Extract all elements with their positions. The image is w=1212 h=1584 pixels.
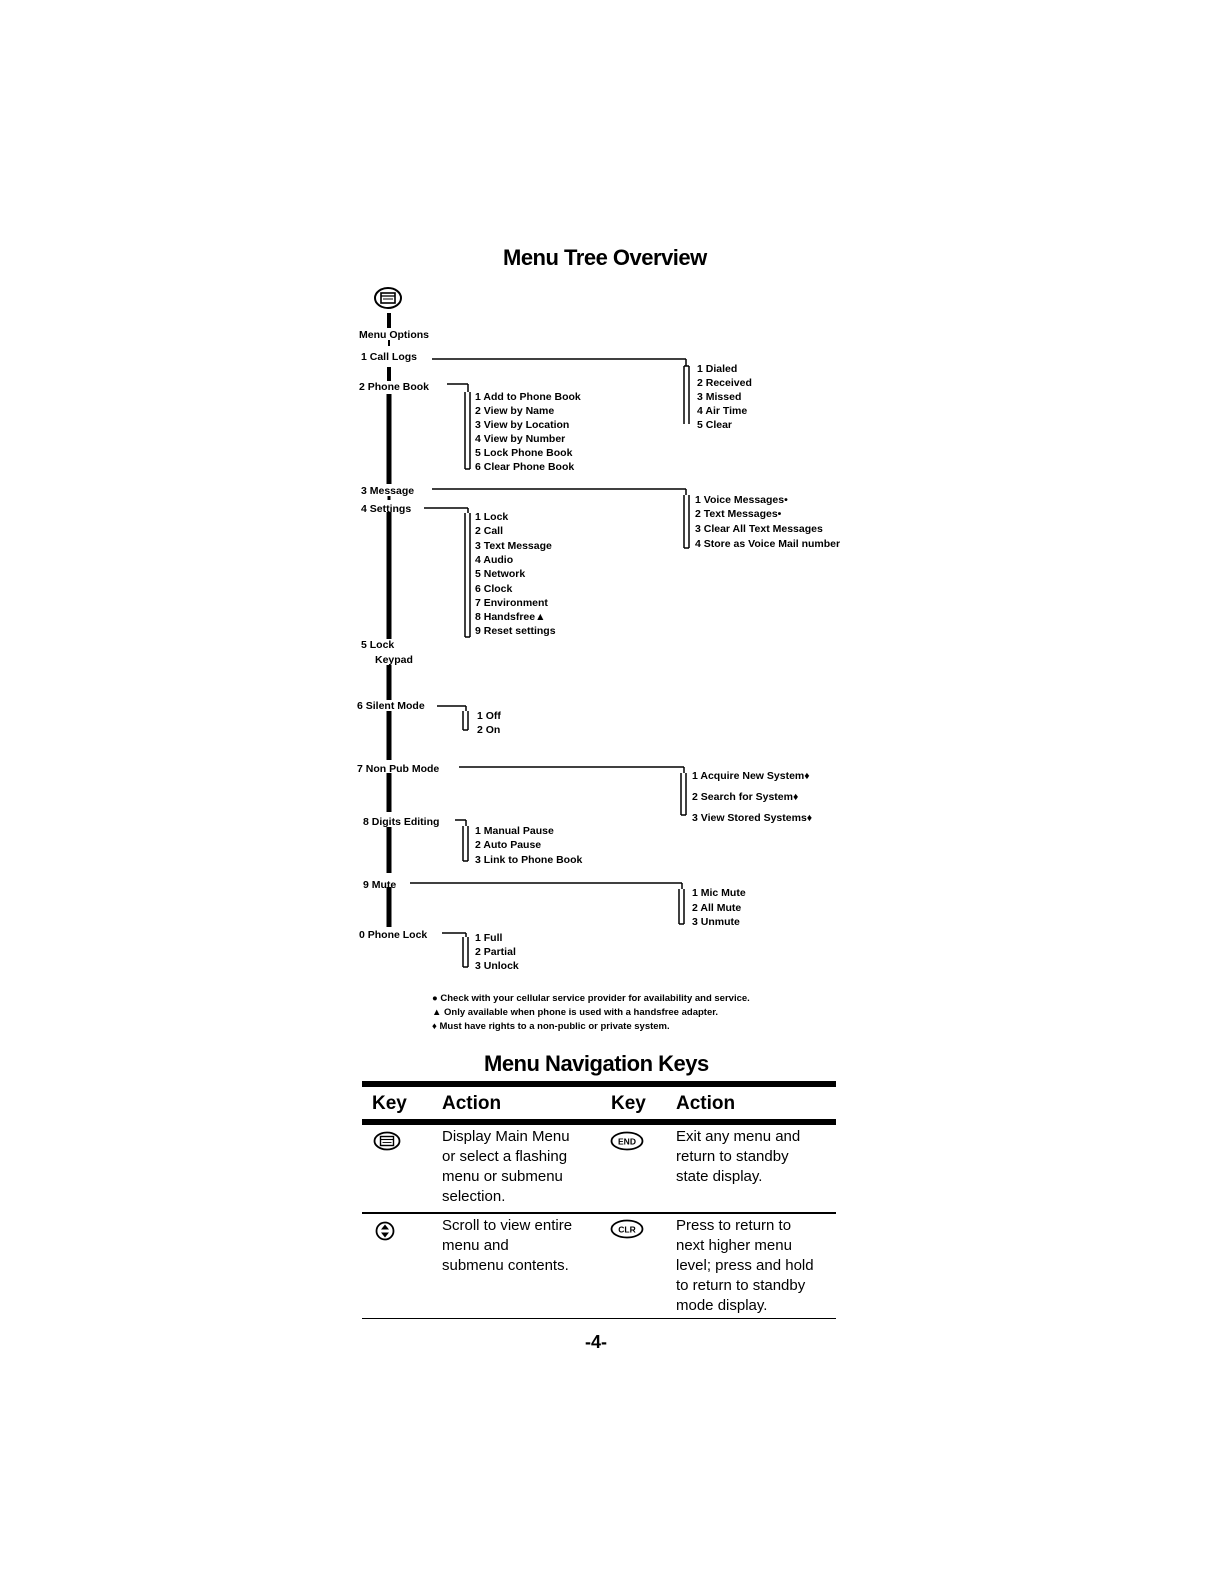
action-line: state display.: [676, 1168, 763, 1185]
table-row: Scroll to view entire menu and submenu c…: [362, 1214, 836, 1318]
header-key: Key: [372, 1093, 407, 1114]
action-line: selection.: [442, 1188, 506, 1205]
table-top-rule: [362, 1081, 836, 1087]
clr-key-label: CLR: [618, 1224, 635, 1234]
page-number: -4-: [585, 1332, 607, 1352]
submenu-item: 1 Off: [477, 710, 501, 722]
submenu-item: 2 Text Messages•: [695, 508, 782, 520]
submenu-item: 6 Clock: [475, 583, 513, 595]
action-line: Exit any menu and: [676, 1128, 801, 1145]
submenu-item: 5 Lock Phone Book: [475, 447, 573, 459]
submenu-item: 8 Handsfree▲: [475, 611, 546, 623]
end-key-icon: END: [610, 1131, 644, 1151]
tree-item-lock-keypad-line2: Keypad: [375, 654, 413, 666]
submenu-item: 2 Search for System♦: [692, 791, 799, 803]
action-line: return to standby: [676, 1148, 789, 1165]
tree-item-lock-keypad: 5 Lock: [361, 639, 395, 651]
action-line: next higher menu: [676, 1236, 792, 1254]
table-header-rule: [362, 1119, 836, 1125]
submenu-item: 1 Voice Messages•: [695, 494, 788, 506]
submenu-item: 2 On: [477, 724, 501, 736]
submenu-item: 3 Clear All Text Messages: [695, 523, 823, 535]
action-line: Press to return to: [676, 1216, 792, 1234]
action-cell: Press to return to next higher menu leve…: [676, 1216, 814, 1316]
action-cell: Scroll to view entire menu and submenu c…: [442, 1216, 572, 1276]
submenu-item: 2 View by Name: [475, 405, 555, 417]
row-divider: [362, 1212, 836, 1214]
action-line: or select a flashing: [442, 1148, 568, 1165]
submenu-item: 3 View by Location: [475, 419, 570, 431]
action-line: Display Main Menu: [442, 1128, 570, 1145]
submenu-item: 5 Clear: [697, 419, 733, 431]
root-label: Menu Options: [359, 329, 429, 341]
submenu-item: 3 Unmute: [692, 916, 740, 928]
submenu-item: 1 Lock: [475, 511, 509, 523]
submenu-item: 3 View Stored Systems♦: [692, 812, 813, 824]
nav-keys-table: Key Action Key Action Display Main Menu …: [362, 1081, 836, 1319]
submenu-item: 1 Mic Mute: [692, 887, 746, 899]
action-line: menu or submenu: [442, 1168, 563, 1185]
menu-key-icon: [373, 1131, 401, 1151]
submenu-item: 4 Air Time: [697, 405, 748, 417]
end-key-label: END: [618, 1137, 636, 1147]
tree-item-phone-book: 2 Phone Book: [359, 381, 430, 393]
header-action: Action: [442, 1093, 502, 1114]
action-line: mode display.: [676, 1296, 768, 1314]
submenu-item: 5 Network: [475, 568, 526, 580]
submenu-item: 1 Manual Pause: [475, 825, 554, 837]
menu-key-icon: [374, 287, 402, 309]
submenu-item: 2 Partial: [475, 946, 516, 958]
action-line: submenu contents.: [442, 1256, 569, 1274]
action-cell: Exit any menu and return to standby stat…: [676, 1127, 800, 1187]
submenu-item: 7 Environment: [475, 597, 548, 609]
action-line: menu and: [442, 1236, 509, 1254]
tree-item-non-pub-mode: 7 Non Pub Mode: [357, 763, 440, 775]
submenu-item: 1 Dialed: [697, 363, 738, 375]
footnote-private-system: ♦ Must have rights to a non-public or pr…: [432, 1021, 670, 1032]
submenu-item: 2 Call: [475, 525, 504, 537]
action-line: Scroll to view entire: [442, 1216, 573, 1234]
action-line: level; press and hold: [676, 1256, 814, 1274]
submenu-item: 2 All Mute: [692, 902, 742, 914]
header-key-2: Key: [611, 1093, 646, 1114]
tree-item-call-logs: 1 Call Logs: [361, 351, 418, 363]
tree-item-settings: 4 Settings: [361, 503, 412, 515]
submenu-item: 3 Unlock: [475, 960, 519, 972]
tree-item-silent-mode: 6 Silent Mode: [357, 700, 425, 712]
table-bottom-rule: [362, 1317, 836, 1319]
tree-item-mute: 9 Mute: [363, 879, 397, 891]
header-action-2: Action: [676, 1093, 736, 1114]
submenu-item: 4 View by Number: [475, 433, 566, 445]
submenu-item: 4 Store as Voice Mail number: [695, 538, 841, 550]
submenu-item: 2 Received: [697, 377, 752, 389]
nav-keys-title: Menu Navigation Keys: [484, 1051, 709, 1076]
submenu-item: 9 Reset settings: [475, 625, 556, 637]
action-cell: Display Main Menu or select a flashing m…: [442, 1127, 570, 1207]
submenu-item: 1 Acquire New System♦: [692, 770, 810, 782]
submenu-item: 1 Full: [475, 932, 503, 944]
footnote-handsfree: ▲ Only available when phone is used with…: [432, 1007, 719, 1018]
scroll-key-icon: [375, 1221, 395, 1240]
table-row: Display Main Menu or select a flashing m…: [362, 1125, 836, 1212]
submenu-item: 6 Clear Phone Book: [475, 461, 575, 473]
action-line: to return to standby: [676, 1276, 806, 1294]
table-header-row: Key Action Key Action: [362, 1087, 836, 1119]
submenu-item: 1 Add to Phone Book: [475, 391, 581, 403]
clr-key-icon: CLR: [610, 1219, 644, 1238]
tree-item-digits-editing: 8 Digits Editing: [363, 816, 440, 828]
footnote-service: ● Check with your cellular service provi…: [432, 993, 750, 1004]
submenu-item: 2 Auto Pause: [475, 839, 542, 851]
page-title: Menu Tree Overview: [503, 245, 707, 270]
submenu-item: 3 Missed: [697, 391, 742, 403]
tree-item-message: 3 Message: [361, 485, 415, 497]
submenu-item: 4 Audio: [475, 554, 514, 566]
tree-item-phone-lock: 0 Phone Lock: [359, 929, 428, 941]
submenu-item: 3 Link to Phone Book: [475, 854, 583, 866]
submenu-item: 3 Text Message: [475, 540, 552, 552]
